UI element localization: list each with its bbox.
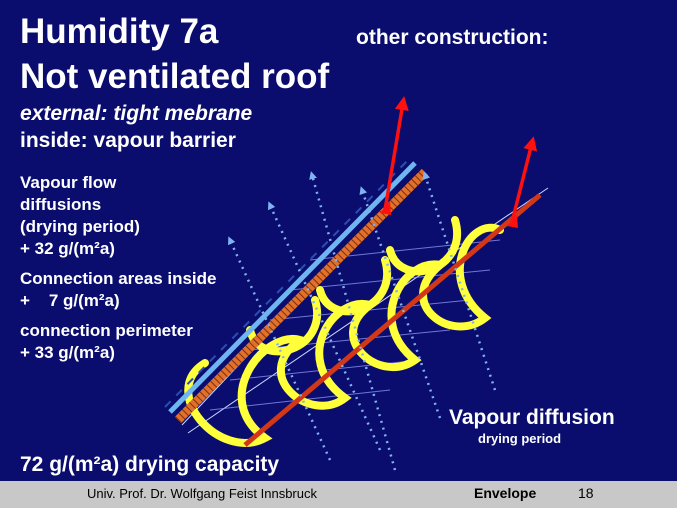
external-membrane (168, 161, 417, 414)
vapour-barrier (243, 193, 542, 447)
footer-bar: Univ. Prof. Dr. Wolfgang Feist Innsbruck… (0, 481, 677, 508)
brick-joints (174, 168, 429, 424)
flow-label-vapour-4: + 32 g/(m²a) (20, 239, 115, 258)
flow-label-vapour-1: Vapour flow (20, 173, 117, 192)
vapour-diffusion-arrows (228, 171, 497, 471)
flow-label-connection-inside-1: Connection areas inside (20, 269, 217, 288)
red-arrow-tail (380, 201, 391, 215)
red-arrow-tail (507, 215, 518, 228)
flow-label-perimeter-1: connection perimeter (20, 321, 193, 340)
membrane-fasteners (164, 157, 411, 408)
red-arrow-inside (510, 136, 538, 223)
drying-period-label: drying period (478, 431, 562, 446)
footer-page-number: 18 (578, 485, 594, 501)
title-right: other construction: (356, 26, 549, 49)
subtitle-external: external: tight mebrane (20, 102, 253, 125)
vapour-diffusion-label: Vapour diffusion (449, 406, 615, 429)
flow-label-vapour-2: diffusions (20, 195, 102, 214)
subtitle-inside: inside: vapour barrier (20, 129, 236, 152)
flow-label-vapour-3: (drying period) (20, 217, 140, 236)
footer-section: Envelope (474, 485, 537, 501)
drying-capacity-summary: 72 g/(m²a) drying capacity (20, 453, 280, 476)
red-arrow-external (383, 96, 409, 211)
flow-label-connection-inside-2: + 7 g/(m²a) (20, 291, 120, 310)
title-line-1: Humidity 7a (20, 12, 219, 51)
roof-cross-section-diagram (164, 96, 549, 471)
title-line-2: Not ventilated roof (20, 57, 330, 96)
footer-author: Univ. Prof. Dr. Wolfgang Feist Innsbruck (87, 486, 317, 501)
flow-label-perimeter-2: + 33 g/(m²a) (20, 343, 115, 362)
